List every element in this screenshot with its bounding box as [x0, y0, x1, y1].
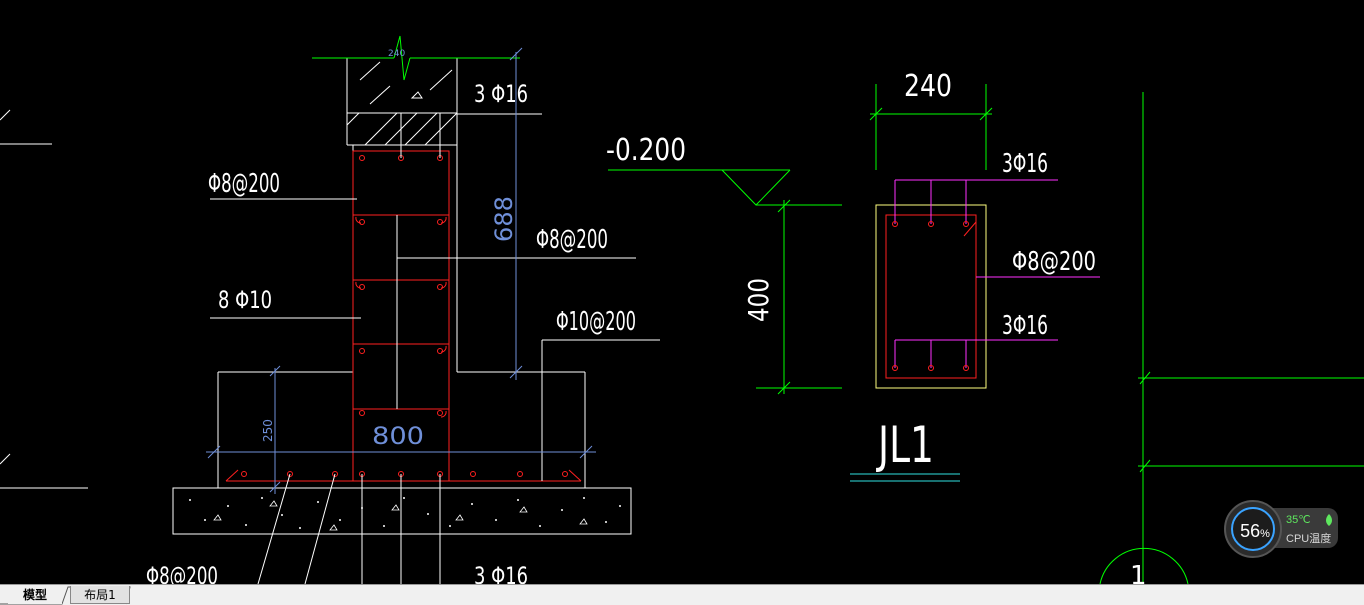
leaf-icon [1326, 514, 1332, 526]
stirrup-right-label: Φ8@200 [536, 225, 608, 255]
base-rebar-label: Φ10@200 [556, 307, 636, 337]
tab-layout1[interactable]: 布局1 [70, 586, 130, 604]
cpu-usage-value: 56% [1233, 509, 1277, 553]
bottom-stirrup-label: Φ8@200 [146, 562, 218, 584]
jl1-top-rebar-label: 3Φ16 [1002, 149, 1048, 179]
grid-axis-number: 1 [1130, 561, 1147, 584]
top-rebar-label: 3 Φ16 [474, 80, 528, 108]
cpu-usage-gauge: 56% [1231, 507, 1275, 551]
base-height-label: 250 [261, 419, 275, 442]
cpu-temperature: 35℃ [1286, 514, 1311, 526]
break-line [312, 35, 520, 81]
jl1-section: 240 3Φ16 Φ8@200 3Φ16 JL1 [850, 69, 1100, 482]
height-dim-label: 688 [490, 196, 518, 242]
jl1-title: JL1 [876, 416, 934, 474]
elevation-height-label: 400 [742, 278, 775, 322]
wall-width-label: 240 [388, 49, 405, 59]
cpu-percent-number: 56 [1240, 521, 1261, 541]
layout-tab-bar: 模型 布局1 [0, 584, 1364, 605]
side-rebar-label: 8 Φ10 [218, 286, 272, 314]
base-width-label: 800 [372, 422, 424, 450]
grid-lines-right [1099, 92, 1364, 584]
jl1-width-label: 240 [904, 69, 952, 104]
rebar-cage [225, 150, 582, 482]
cpu-percent-sign: % [1260, 528, 1270, 540]
wall-above [346, 58, 458, 146]
bottom-rebar-label: 3 Φ16 [474, 562, 528, 584]
cad-drawing-canvas[interactable]: 240 3 Φ16 Φ8@200 688 Φ8@200 8 Φ10 Φ10@20… [0, 0, 1364, 584]
elevation-marker: -0.200 400 [606, 133, 842, 395]
stirrup-upper-label: Φ8@200 [208, 169, 280, 199]
left-section-labels: 240 3 Φ16 Φ8@200 688 Φ8@200 8 Φ10 Φ10@20… [146, 49, 636, 584]
foundation-base [172, 487, 632, 535]
cpu-temperature-label: CPU温度 [1286, 533, 1332, 545]
jl1-stirrup-label: Φ8@200 [1012, 247, 1096, 277]
left-section-marks [0, 109, 88, 489]
cpu-usage-ring: 56% [1224, 500, 1282, 558]
dimension-lines [206, 47, 596, 494]
jl1-bottom-rebar-label: 3Φ16 [1002, 311, 1048, 341]
elevation-level-label: -0.200 [606, 133, 686, 168]
cpu-monitor-widget[interactable]: 56% 35℃ CPU温度 [1224, 500, 1340, 558]
tab-model[interactable]: 模型 [8, 586, 62, 604]
jl1-title-underline [850, 473, 960, 482]
